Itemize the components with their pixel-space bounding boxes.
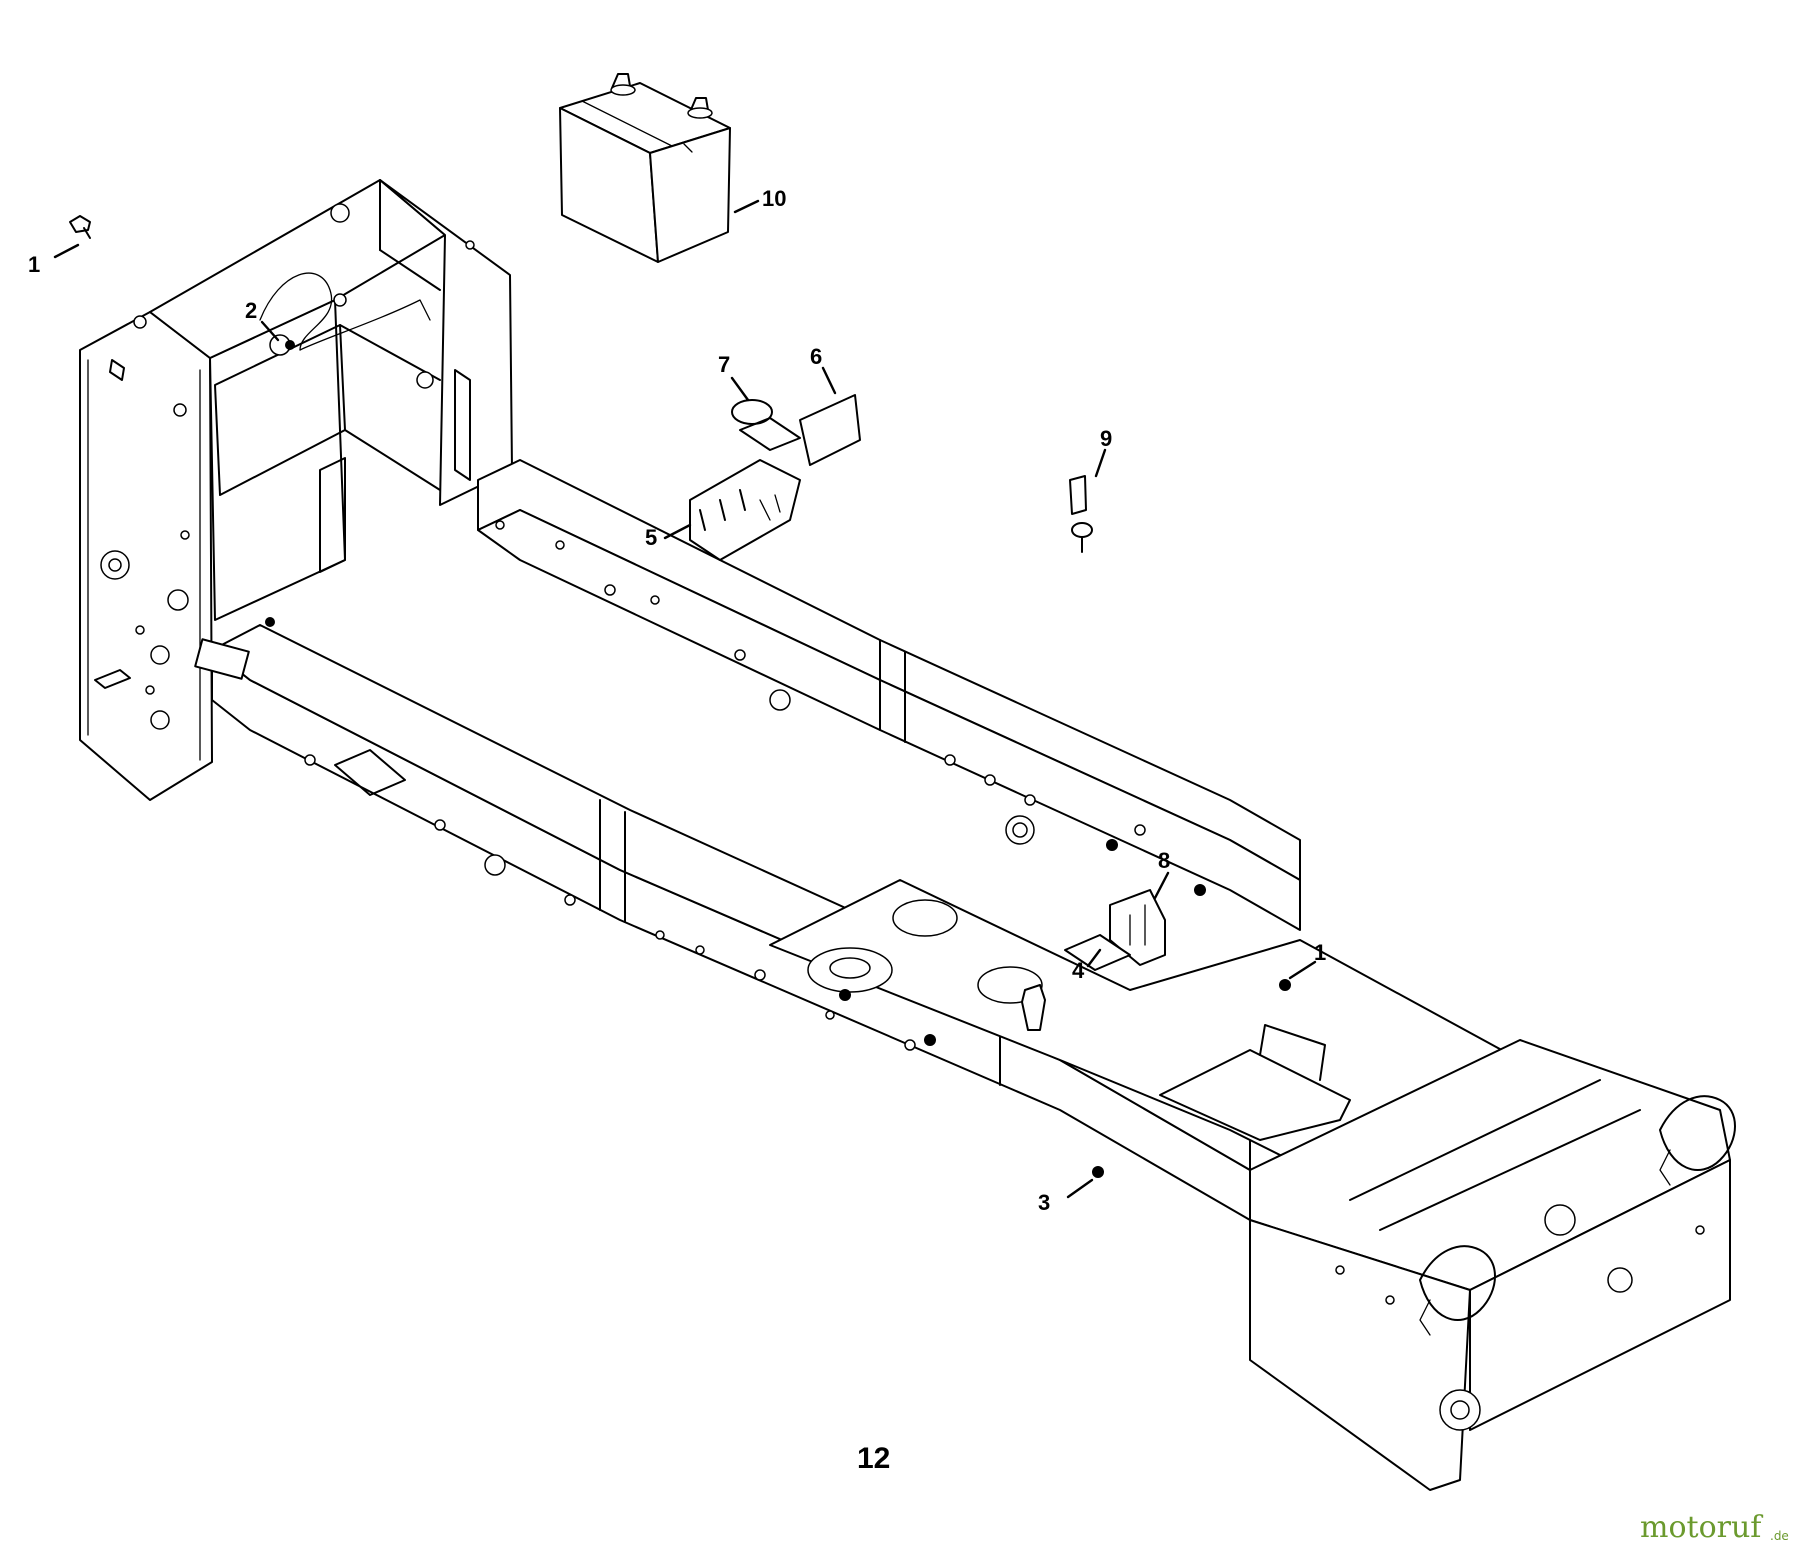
svg-text:4: 4 <box>1072 958 1085 983</box>
svg-text:6: 6 <box>810 344 822 369</box>
svg-text:7: 7 <box>718 352 730 377</box>
svg-text:1: 1 <box>28 252 40 277</box>
svg-text:8: 8 <box>1158 848 1170 873</box>
callout-8-connector: 8 <box>1153 848 1170 900</box>
svg-text:.de: .de <box>1770 1529 1789 1543</box>
callout-1-frame: 1 <box>1288 940 1326 980</box>
frame-front-section <box>1249 1039 1736 1491</box>
bolt-part[interactable] <box>69 215 91 239</box>
callout-6-switch: 6 <box>810 344 837 395</box>
connector-part[interactable] <box>1109 889 1166 966</box>
svg-text:2: 2 <box>245 298 257 323</box>
switch-assembly-part[interactable] <box>689 394 861 561</box>
page-number: 12 <box>857 1442 890 1475</box>
svg-text:5: 5 <box>645 525 657 550</box>
callout-3-nut: 3 <box>1038 1178 1094 1215</box>
rear-box-housing <box>79 179 513 801</box>
key-part[interactable] <box>1069 475 1093 553</box>
callout-5-switch: 5 <box>645 523 692 550</box>
watermark-logo: motoruf .de <box>1640 1510 1789 1545</box>
svg-text:motoruf: motoruf <box>1640 1510 1763 1545</box>
battery-part[interactable] <box>559 73 731 263</box>
callout-9-key: 9 <box>1094 426 1112 478</box>
frame-right-rail <box>477 459 1301 931</box>
callout-1-top-left: 1 <box>28 243 80 277</box>
callout-4-bracket: 4 <box>1072 948 1102 983</box>
callout-7-switch: 7 <box>718 352 750 402</box>
callout-10-battery: 10 <box>733 186 786 214</box>
svg-text:9: 9 <box>1100 426 1112 451</box>
callout-2-harness: 2 <box>245 298 280 342</box>
hardware-bolts <box>194 340 1291 1178</box>
frame-left-rail <box>211 624 1251 1221</box>
svg-text:10: 10 <box>762 186 786 211</box>
svg-text:3: 3 <box>1038 1190 1050 1215</box>
svg-text:1: 1 <box>1314 940 1326 965</box>
